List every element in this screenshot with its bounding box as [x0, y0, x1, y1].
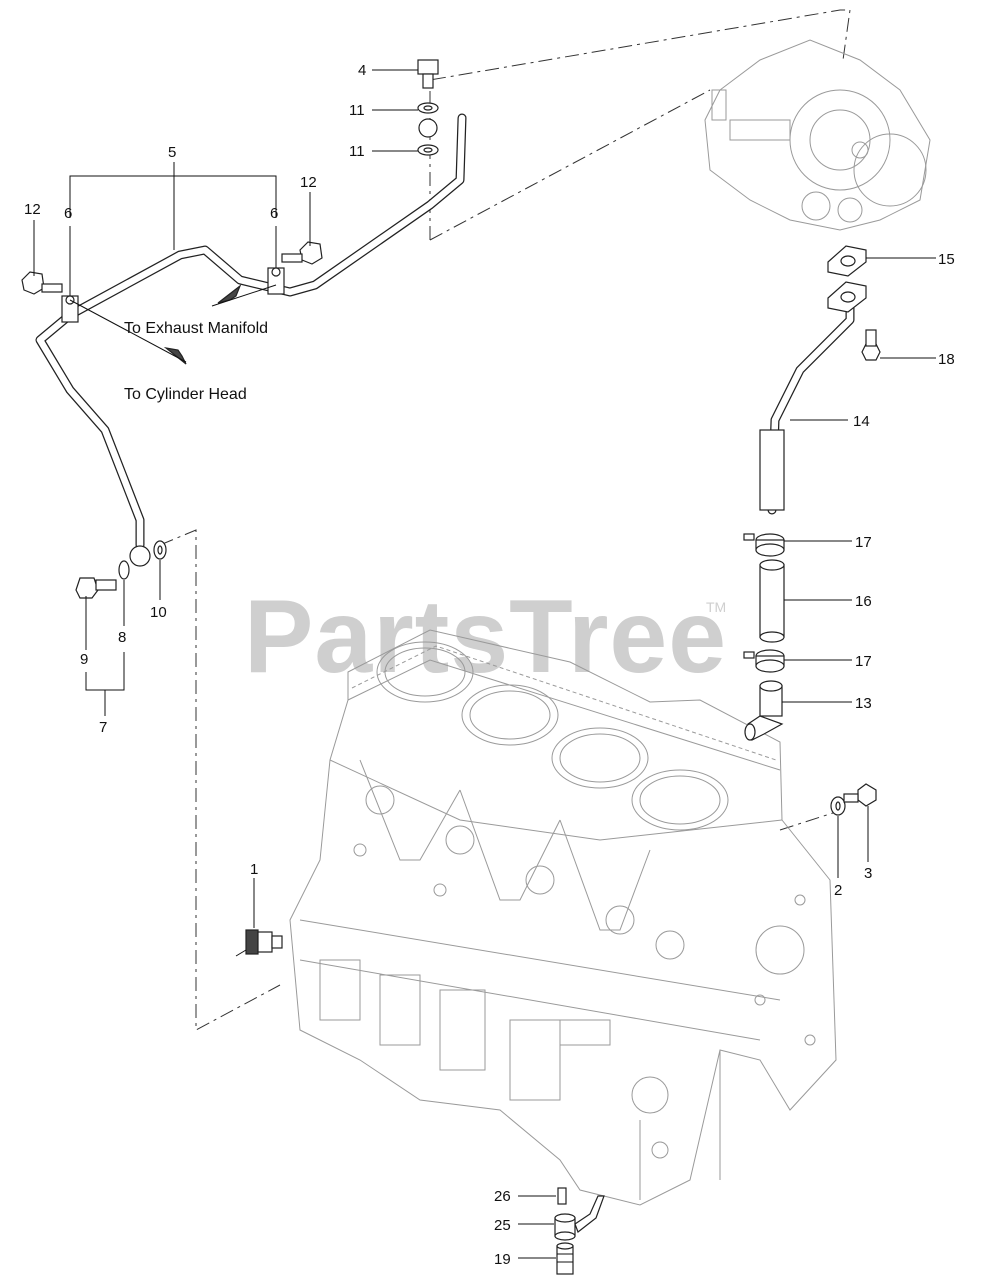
hardware	[21, 59, 881, 1275]
callout-3: 3	[864, 865, 872, 882]
callout-13: 13	[855, 695, 872, 712]
callout-7: 7	[99, 719, 107, 736]
banjo-fitting	[418, 118, 438, 138]
callout-9: 9	[80, 651, 88, 668]
pin-26	[557, 1187, 567, 1205]
oil-return-pipe	[759, 293, 855, 515]
oil-feed-pipe	[35, 113, 467, 550]
callout-18: 18	[938, 351, 955, 368]
turbocharger	[704, 39, 931, 231]
callout-6-left: 6	[64, 205, 72, 222]
engine-block	[289, 629, 837, 1206]
watermark-text: PartsTree	[244, 579, 727, 695]
plug-19	[556, 1245, 574, 1275]
bolt-3	[857, 783, 877, 807]
callout-5: 5	[168, 144, 176, 161]
bolt-12-left	[21, 271, 45, 295]
callout-12-right: 12	[300, 174, 317, 191]
callout-2: 2	[834, 882, 842, 899]
washer-8	[118, 560, 130, 580]
leader-lines	[33, 69, 936, 1259]
callout-12-left: 12	[24, 201, 41, 218]
callout-19: 19	[494, 1251, 511, 1268]
bolt-4-head	[417, 59, 439, 75]
bolt-12-right	[299, 241, 323, 265]
return-pipe-hose	[759, 429, 785, 511]
callout-16: 16	[855, 593, 872, 610]
label-to-cylinder-head: To Cylinder Head	[124, 386, 247, 403]
callout-4: 4	[358, 62, 366, 79]
callout-1: 1	[250, 861, 258, 878]
phantom-lines	[159, 9, 851, 1031]
callout-14: 14	[853, 413, 870, 430]
callout-10: 10	[150, 604, 167, 621]
callout-11-lower: 11	[349, 143, 365, 160]
callout-numbers: 4 11 11 5 6 6 12 12 9 8 10 7 15 18 14 17…	[24, 62, 955, 1268]
arrow-cylinder-head	[163, 347, 187, 365]
callout-15: 15	[938, 251, 955, 268]
watermark-trademark: TM	[706, 599, 726, 615]
callout-11-upper: 11	[349, 102, 365, 119]
callout-8: 8	[118, 629, 126, 646]
hose-16	[759, 564, 785, 638]
pipe-banjo	[129, 545, 151, 567]
callout-17-upper: 17	[855, 534, 872, 551]
callout-17-lower: 17	[855, 653, 872, 670]
bolt-4-shank	[422, 73, 434, 89]
callout-25: 25	[494, 1217, 511, 1234]
callout-6-right: 6	[270, 205, 278, 222]
bolt-9	[75, 577, 99, 599]
label-to-exhaust-manifold: To Exhaust Manifold	[124, 320, 268, 337]
oil-pressure-switch-1	[245, 929, 259, 955]
callout-26: 26	[494, 1188, 511, 1205]
